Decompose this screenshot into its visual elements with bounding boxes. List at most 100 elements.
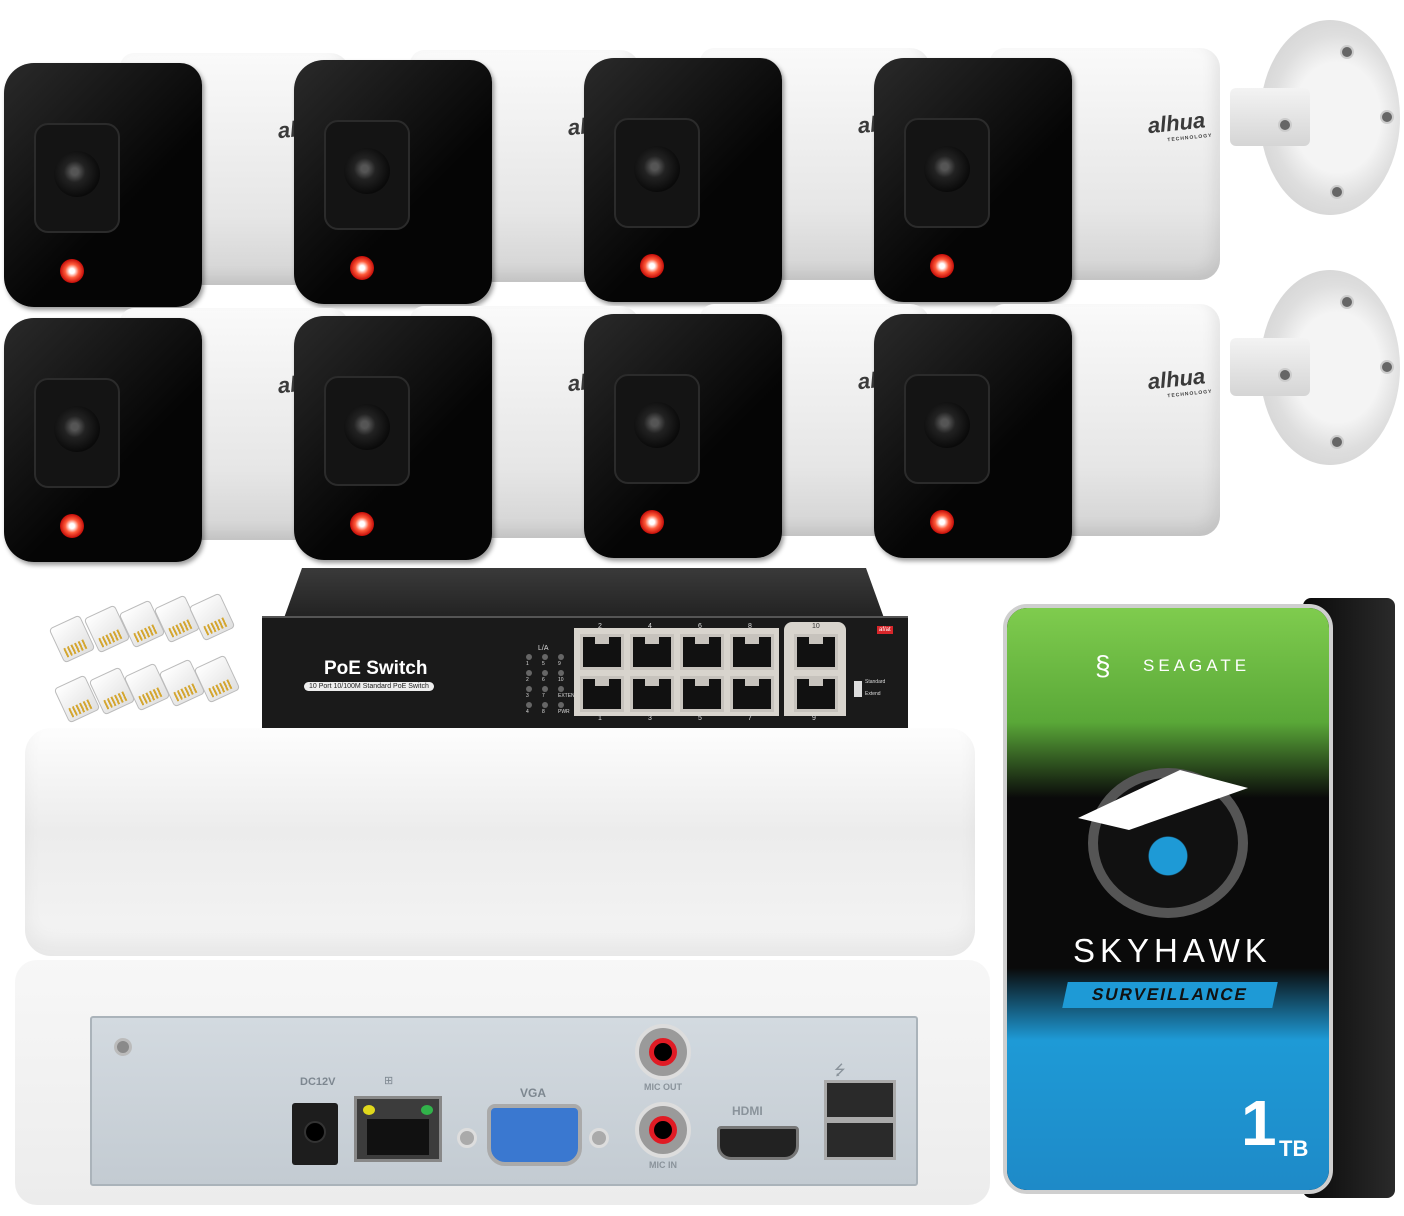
led-label: EXTEND — [558, 693, 579, 699]
camera-lens-icon — [634, 402, 680, 448]
mode-switch[interactable] — [854, 681, 862, 697]
ethernet-port[interactable] — [580, 676, 624, 712]
seagate-skyhawk-hdd: § SEAGATE SKYHAWK SURVEILLANCE 1 TB — [1003, 598, 1395, 1198]
ethernet-port[interactable] — [580, 634, 624, 670]
camera-led-icon — [350, 256, 374, 280]
camera-led-icon — [60, 514, 84, 538]
led-label: 10 — [558, 677, 564, 683]
camera-lens-icon — [924, 146, 970, 192]
poe-standard-badge: af/at — [877, 626, 893, 634]
ethernet-port[interactable] — [680, 634, 724, 670]
port-number: 1 — [598, 715, 602, 722]
mode-extend-label: Extend — [865, 691, 881, 697]
port-number: 10 — [812, 623, 820, 630]
status-led — [526, 702, 532, 708]
camera-lens-icon — [54, 151, 100, 197]
led-header: L/A — [538, 645, 549, 652]
ethernet-port[interactable] — [680, 676, 724, 712]
hdmi-port[interactable] — [717, 1126, 799, 1160]
usb-port[interactable] — [824, 1120, 896, 1160]
camera-lens-panel — [904, 374, 990, 484]
mode-standard-label: Standard — [865, 679, 886, 685]
status-led — [558, 702, 564, 708]
port-number: 9 — [812, 715, 816, 722]
led-label: 6 — [542, 677, 545, 683]
status-led — [542, 654, 548, 660]
hdd-tagline: SURVEILLANCE — [1062, 982, 1278, 1008]
switch-subtitle: 10 Port 10/100M Standard PoE Switch — [304, 682, 434, 691]
status-led — [542, 702, 548, 708]
poe-switch: PoE Switch 10 Port 10/100M Standard PoE … — [262, 568, 908, 730]
lan-port[interactable] — [354, 1096, 442, 1162]
rj45-plug — [188, 592, 236, 642]
status-led — [526, 670, 532, 676]
dc-power-jack[interactable] — [292, 1103, 338, 1165]
camera-lens-icon — [344, 148, 390, 194]
camera-lens-panel — [34, 378, 120, 488]
port-number: 7 — [748, 715, 752, 722]
usb-icon: ⭍ — [834, 1062, 846, 1078]
camera-lens-panel — [904, 118, 990, 228]
led-label: 8 — [542, 709, 545, 715]
rj45-plug — [193, 654, 241, 704]
nvr-back-panel: DC12V ⊞ VGA MIC OUT MIC IN HDMI ⭍ — [90, 1016, 918, 1186]
camera-lens-icon — [924, 402, 970, 448]
camera-led-icon — [640, 254, 664, 278]
port-number: 8 — [748, 623, 752, 630]
port-number: 3 — [648, 715, 652, 722]
port-number: 5 — [698, 715, 702, 722]
camera-led-icon — [640, 510, 664, 534]
mic-in-label: MIC IN — [649, 1160, 677, 1170]
mic-out-jack[interactable] — [635, 1024, 691, 1080]
led-label: 4 — [526, 709, 529, 715]
camera-lens-panel — [614, 374, 700, 484]
ethernet-port[interactable] — [730, 634, 774, 670]
camera-lens-panel — [324, 120, 410, 230]
status-led — [542, 686, 548, 692]
status-led — [526, 654, 532, 660]
camera-lens-icon — [54, 406, 100, 452]
power-label: DC12V — [300, 1076, 336, 1088]
led-label: 3 — [526, 693, 529, 699]
ethernet-port[interactable] — [794, 676, 838, 712]
led-label: 5 — [542, 661, 545, 667]
port-number: 2 — [598, 623, 602, 630]
ethernet-port[interactable] — [730, 676, 774, 712]
usb-port[interactable] — [824, 1080, 896, 1120]
mic-out-label: MIC OUT — [644, 1082, 682, 1092]
switch-title: PoE Switch — [324, 658, 428, 679]
ethernet-port[interactable] — [630, 676, 674, 712]
seagate-logo-icon: § — [1095, 650, 1111, 681]
led-label: 9 — [558, 661, 561, 667]
camera-led-icon — [930, 510, 954, 534]
camera-lens-panel — [34, 123, 120, 233]
hdd-product: SKYHAWK — [1073, 932, 1272, 969]
status-led — [558, 686, 564, 692]
skyhawk-emblem-icon — [1078, 768, 1248, 918]
mic-in-jack[interactable] — [635, 1102, 691, 1158]
led-label: 2 — [526, 677, 529, 683]
camera-lens-icon — [344, 404, 390, 450]
camera-wall-mount — [1230, 270, 1404, 470]
hdd-capacity-value: 1 — [1241, 1087, 1277, 1159]
hdmi-label: HDMI — [732, 1104, 763, 1118]
led-label: PWR — [558, 709, 570, 715]
nvr-recorder: DC12V ⊞ VGA MIC OUT MIC IN HDMI ⭍ — [15, 728, 993, 1208]
ethernet-port[interactable] — [794, 634, 838, 670]
ethernet-port[interactable] — [630, 634, 674, 670]
camera-lens-icon — [634, 146, 680, 192]
status-led — [542, 670, 548, 676]
camera-led-icon — [350, 512, 374, 536]
network-icon: ⊞ — [384, 1075, 394, 1087]
camera-led-icon — [930, 254, 954, 278]
vga-port[interactable] — [487, 1104, 582, 1166]
port-number: 4 — [648, 623, 652, 630]
port-number: 6 — [698, 623, 702, 630]
led-label: 7 — [542, 693, 545, 699]
screw-icon — [114, 1038, 132, 1056]
camera-wall-mount — [1230, 20, 1404, 220]
